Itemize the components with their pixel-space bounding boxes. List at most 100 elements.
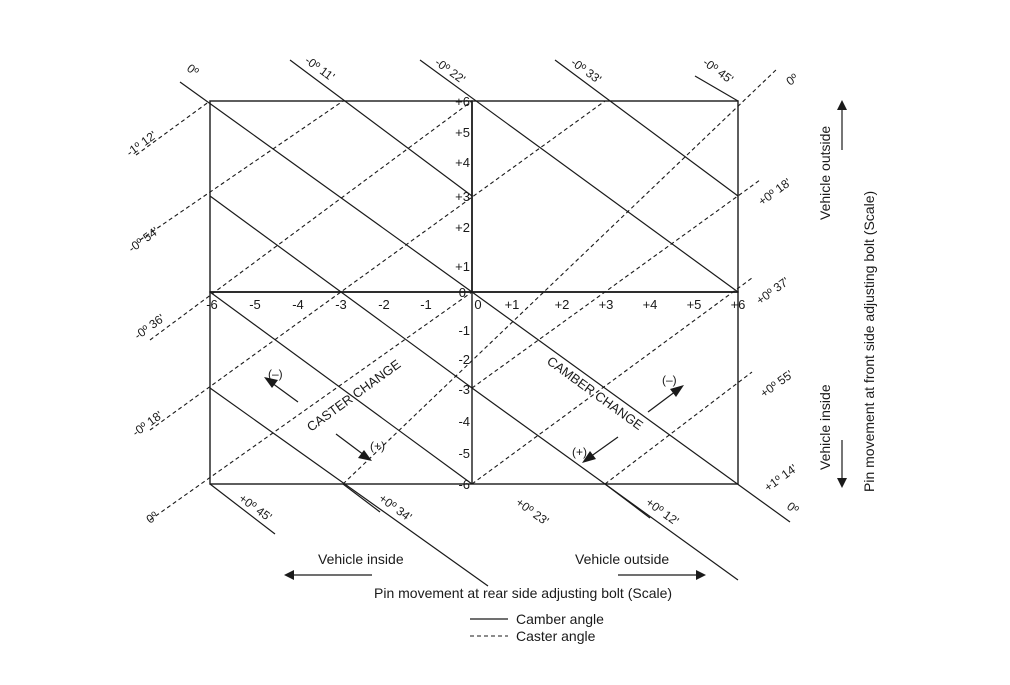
y-axis-labels: Vehicle outside Vehicle inside Pin movem…	[817, 100, 877, 492]
camber-line-7	[209, 291, 473, 485]
x-tick-label: +2	[555, 297, 570, 312]
x-tick-labels: -6 -5 -4 -3 -2 -1 0 +1 +2 +3 +4 +5 +6	[206, 297, 745, 312]
caster-label-right: +0º 55'	[758, 367, 796, 400]
x-tick-label: -5	[249, 297, 261, 312]
caster-label-right: +1º 14'	[762, 461, 800, 494]
camber-line-9	[471, 291, 791, 523]
y-axis-bottom-label: Vehicle inside	[817, 384, 833, 470]
y-axis-title: Pin movement at front side adjusting bol…	[861, 191, 877, 492]
grid-boxes	[209, 100, 739, 485]
x-axis-right-label: Vehicle outside	[575, 551, 669, 567]
x-tick-label: +4	[643, 297, 658, 312]
caster-minus-arrow-shaft	[271, 382, 299, 403]
x-tick-label: -1	[420, 297, 432, 312]
camber-label-top: -0º 33'	[568, 55, 604, 86]
caster-labels-right: 0º +0º 18' +0º 37' +0º 55' +1º 14'	[754, 70, 802, 494]
caster-line-5	[149, 100, 606, 431]
lower-box	[209, 291, 739, 485]
camber-line-11	[209, 483, 276, 535]
arrow-left-icon	[284, 570, 294, 580]
x-tick-label: +6	[731, 297, 746, 312]
arrow-up-icon	[837, 100, 847, 110]
y-tick-label: +5	[455, 125, 470, 140]
legend-dashed-label: Caster angle	[516, 628, 596, 644]
caster-label-left: -0º 36'	[132, 311, 168, 342]
camber-line-1	[179, 81, 473, 293]
caster-change-annotation: CASTER CHANGE (–) (+)	[264, 356, 404, 461]
camber-line-2	[289, 59, 473, 197]
caster-line-6	[342, 67, 779, 485]
camber-minus-label: (–)	[662, 373, 677, 387]
x-tick-label: 0	[474, 297, 481, 312]
caster-lines	[135, 67, 779, 521]
y-axis-top-label: Vehicle outside	[817, 126, 833, 220]
x-tick-label: -6	[206, 297, 218, 312]
arrow-down-right-icon	[358, 450, 372, 461]
x-axis-left-label: Vehicle inside	[318, 551, 404, 567]
caster-line-3	[135, 100, 211, 156]
camber-label-bottom: +0º 34'	[376, 491, 414, 524]
camber-label-top: 0º	[184, 61, 202, 79]
camber-labels-top: 0º -0º 11' -0º 22' -0º 33' -0º 45'	[184, 53, 736, 86]
caster-line-7	[471, 277, 753, 485]
caster-label-left: -1º 12'	[124, 128, 160, 159]
arrow-down-icon	[837, 478, 847, 488]
x-tick-label: -3	[335, 297, 347, 312]
legend: Camber angle Caster angle	[470, 611, 604, 644]
legend-solid-label: Camber angle	[516, 611, 604, 627]
camber-line-10	[209, 387, 489, 587]
caster-label-right: +0º 18'	[756, 175, 794, 208]
caster-label-right: 0º	[784, 70, 802, 88]
caster-minus-label: (–)	[268, 367, 283, 381]
camber-lines	[179, 59, 791, 587]
camber-line-3	[419, 59, 739, 293]
y-tick-label: -2	[458, 352, 470, 367]
y-tick-label: -6	[458, 477, 470, 492]
camber-change-label: CAMBER CHANGE	[544, 353, 646, 433]
y-tick-labels: +6 +5 +4 +3 +2 +1 0 -1 -2 -3 -4 -5 -6	[455, 94, 470, 492]
camber-label-bottom: +0º 12'	[643, 495, 681, 528]
caster-label-right: +0º 37'	[754, 274, 792, 307]
camber-line-12	[342, 483, 381, 513]
caster-plus-arrow-shaft	[335, 433, 365, 456]
y-tick-label: +2	[455, 220, 470, 235]
camber-labels-bottom: +0º 45' +0º 34' +0º 23' +0º 12' 0º	[236, 491, 802, 528]
camber-label-bottom: 0º	[784, 499, 802, 517]
camber-line-5	[694, 75, 739, 102]
caster-line-9	[471, 179, 761, 389]
y-tick-label: +1	[455, 259, 470, 274]
camber-plus-arrow-shaft	[589, 436, 619, 458]
y-tick-label: +6	[455, 94, 470, 109]
caster-line-2	[139, 100, 344, 241]
y-tick-label: 0	[459, 285, 466, 300]
camber-label-top: -0º 11'	[302, 53, 337, 84]
arrow-up-right-icon	[670, 385, 684, 397]
x-tick-label: -4	[292, 297, 304, 312]
x-tick-label: +1	[505, 297, 520, 312]
caster-label-left: 0º	[144, 508, 162, 526]
camber-plus-label: (+)	[572, 445, 587, 459]
caster-label-left: -0º 18'	[130, 408, 166, 439]
camber-label-bottom: +0º 23'	[513, 495, 551, 528]
arrow-down-left-icon	[582, 451, 596, 463]
caster-line-4	[149, 100, 473, 341]
y-tick-label: -1	[458, 323, 470, 338]
y-tick-label: +3	[455, 189, 470, 204]
y-tick-label: +4	[455, 155, 470, 170]
camber-change-annotation: CAMBER CHANGE (–) (+)	[544, 353, 684, 463]
camber-minus-arrow-shaft	[647, 390, 677, 413]
x-tick-label: -2	[378, 297, 390, 312]
caster-label-left: -0º 54'	[126, 224, 162, 255]
caster-labels-left: -1º 12' -0º 54' -0º 36' -0º 18' 0º	[124, 128, 168, 526]
caster-line-8	[604, 371, 753, 485]
y-tick-label: -4	[458, 414, 470, 429]
caster-plus-label: (+)	[370, 439, 385, 453]
camber-line-13	[604, 483, 651, 519]
camber-line-4	[554, 59, 739, 197]
x-axis-labels: Vehicle inside Vehicle outside Pin movem…	[284, 551, 706, 601]
y-tick-label: -5	[458, 446, 470, 461]
x-tick-label: +5	[687, 297, 702, 312]
arrow-right-icon	[696, 570, 706, 580]
y-tick-label: -3	[458, 382, 470, 397]
